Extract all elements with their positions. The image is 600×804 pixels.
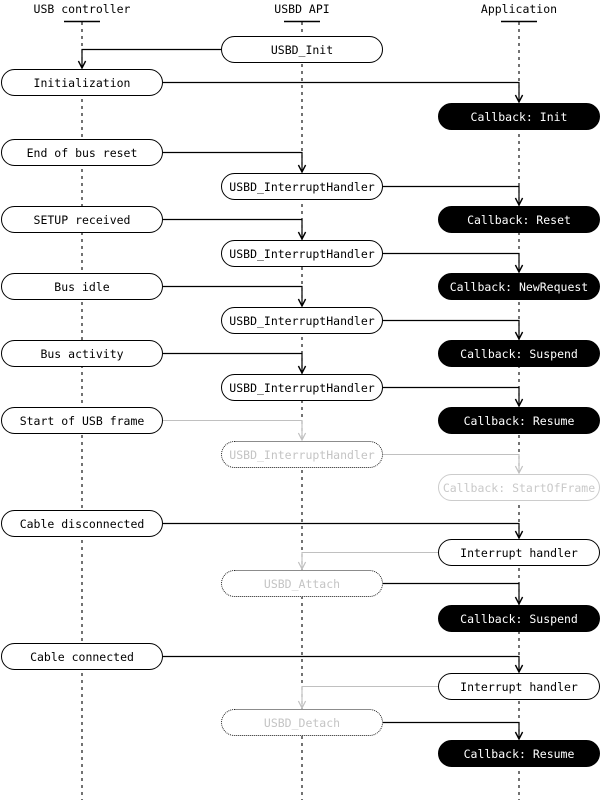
connector-line [163,151,303,172]
node-n2: USBD_Init [221,36,383,63]
connector-line [163,522,520,538]
node-n22: Callback: Suspend [438,605,600,632]
connector-arrowhead [514,398,524,408]
connector-line [163,352,303,373]
connector-arrowhead [514,197,524,207]
connector-line [383,453,520,473]
node-n16: Start of USB frame [1,407,163,434]
lifeline-header-app: Application [480,2,558,16]
connector-arrowhead [297,231,307,241]
lifeline-header-api: USBD API [274,2,330,16]
node-n5: USBD_InterruptHandler [221,173,383,200]
node-n11: USBD_InterruptHandler [221,307,383,334]
connector-arrowhead [297,298,307,308]
connector-line [163,218,303,239]
node-n6: Callback: Reset [438,206,600,233]
connector-arrowhead [514,331,524,341]
connector-arrowhead [297,164,307,174]
connector-line [301,685,438,708]
node-n8: USBD_InterruptHandler [221,240,383,267]
connector-arrowhead [297,432,307,442]
connector-arrowhead [297,365,307,375]
connector-line [383,582,520,604]
connector-line [163,81,520,102]
node-n1: Initialization [1,69,163,96]
node-n20: Interrupt handler [438,539,600,566]
connector-arrowhead [514,596,524,606]
node-n9: Callback: NewRequest [438,273,600,300]
connector-line [383,252,520,272]
node-n19: Cable disconnected [1,510,163,537]
node-n10: Bus idle [1,273,163,300]
node-n24: Interrupt handler [438,673,600,700]
connector-arrowhead [297,700,307,710]
connector-arrowhead [77,60,87,70]
connector-line [383,386,520,406]
connector-arrowhead [514,530,524,540]
node-n13: Bus activity [1,340,163,367]
lifeline-header-ctrl: USB controller [33,2,131,16]
connector-line [163,285,303,306]
connector-arrowhead [514,465,524,475]
node-n23: Cable connected [1,643,163,670]
node-n21: USBD_Attach [221,570,383,597]
connector-line [81,48,221,68]
node-n18: Callback: StartOfFrame [438,474,600,501]
connector-line [301,551,438,569]
node-n25: USBD_Detach [221,709,383,736]
node-n15: Callback: Resume [438,407,600,434]
connector-arrowhead [514,731,524,741]
node-n26: Callback: Resume [438,740,600,767]
node-n7: SETUP received [1,206,163,233]
node-n12: Callback: Suspend [438,340,600,367]
connector-line [163,419,303,440]
node-n4: End of bus reset [1,139,163,166]
connector-line [383,319,520,339]
connector-arrowhead [297,561,307,571]
node-n3: Callback: Init [438,103,600,130]
connector-arrowhead [514,664,524,674]
connector-line [383,721,520,739]
node-n14: USBD_InterruptHandler [221,374,383,401]
node-n17: USBD_InterruptHandler [221,441,383,468]
connector-arrowhead [514,94,524,104]
connector-line [163,655,520,672]
connector-arrowhead [514,264,524,274]
connector-line [383,185,520,205]
